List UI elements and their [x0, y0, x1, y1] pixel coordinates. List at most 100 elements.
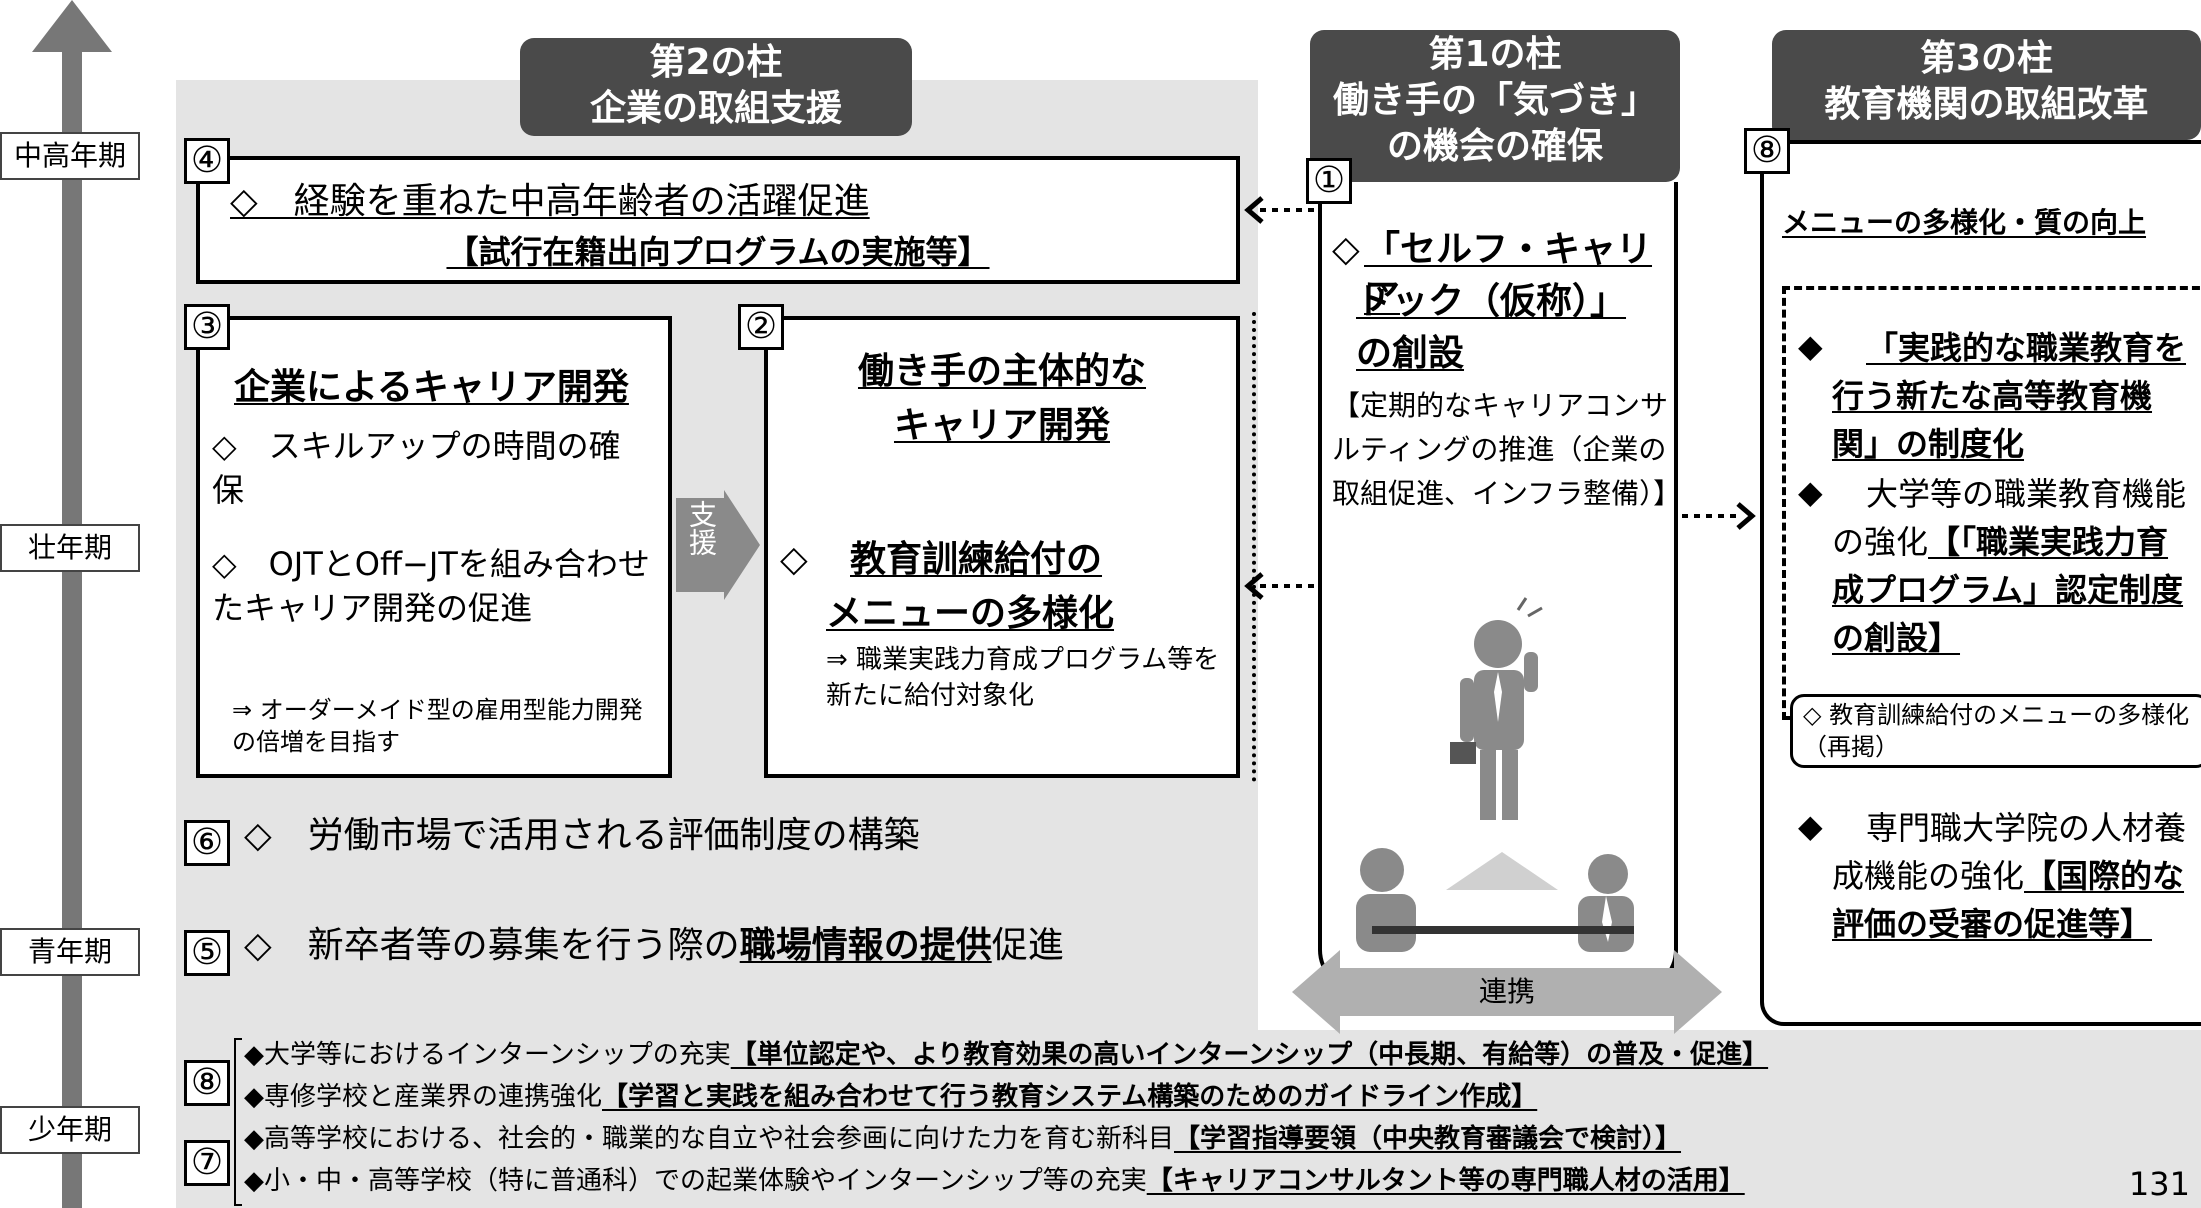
box2-title-line1-text: 働き手の主体的な — [857, 351, 1146, 392]
row5-text: ◇ 新卒者等の募集を行う際の職場情報の提供促進 — [244, 922, 1244, 970]
box3-title-text: 企業によるキャリア開発 — [234, 367, 629, 408]
box1-number: ① — [1306, 158, 1352, 204]
dotted-arrow-to-box4 — [1244, 190, 1318, 230]
dotted-arrow-to-box8 — [1678, 496, 1758, 536]
row5-prefix: ◇ 新卒者等の募集を行う際の — [244, 925, 740, 966]
page-number: 131 — [2128, 1165, 2190, 1203]
bottom-row-2-bold: 【学習と実践を組み合わせて行う教育システム構築のためのガイドライン作成】 — [602, 1082, 1538, 1112]
row6-number: ⑥ — [184, 820, 230, 866]
box4-line1: ◇ 経験を重ねた中高年齢者の活躍促進 — [230, 178, 1230, 226]
box1-title-line1-text: 「セルフ・キャリア — [1364, 229, 1653, 318]
row5-bold: 職場情報の提供 — [739, 925, 992, 966]
collaboration-label: 連携 — [1478, 975, 1535, 1008]
box1-title-line2: ドック（仮称）」 — [1356, 278, 1666, 326]
box8-header-text: メニューの多様化・質の向上 — [1782, 206, 2147, 239]
box2-title-line2-text: キャリア開発 — [893, 405, 1110, 446]
bottom-row-3-bold: 【学習指導要領（中央教育審議会で検討）】 — [1174, 1124, 1682, 1154]
box3-item2: ◇ OJTとOff−JTを組み合わせたキャリア開発の促進 — [212, 545, 650, 627]
bottom-row-4: ◆小・中・高等学校（特に普通科）での起業体験やインターンシップ等の充実【キャリア… — [244, 1160, 2094, 1202]
box3-item1: ◇ スキルアップの時間の確保 — [212, 427, 621, 509]
bottom-rows: ◆大学等におけるインターンシップの充実【単位認定や、より教育効果の高いインターン… — [244, 1034, 2094, 1202]
box8-item2-plain: 大学等の職業教育機能の強化 — [1832, 475, 2187, 561]
pillar2-title: 第2の柱 企業の取組支援 — [520, 38, 912, 136]
bottom-row-3: ◆高等学校における、社会的・職業的な自立や社会参画に向けた力を育む新科目【学習指… — [244, 1118, 2094, 1160]
box8-item1-text: 「実践的な職業教育を行う新たな高等教育機関」の制度化 — [1832, 329, 2187, 463]
box2-item-prefix: ◇ — [780, 539, 808, 580]
box4-number: ④ — [184, 138, 230, 184]
box8-header: メニューの多様化・質の向上 — [1782, 204, 2201, 242]
box2-worker-career-development: 働き手の主体的な キャリア開発 ◇ 教育訓練給付の メニューの多様化 ⇒ 職業実… — [764, 316, 1240, 778]
box2-title-line2: キャリア開発 — [768, 402, 1236, 450]
pillar3-title: 第3の柱 教育機関の取組改革 — [1772, 30, 2201, 140]
box1-title-prefix: ◇ — [1332, 229, 1360, 270]
box4-middle-age-promotion: ◇ 経験を重ねた中高年齢者の活躍促進 【試行在籍出向プログラムの実施等】 — [196, 156, 1240, 284]
bottom-bracket — [234, 1038, 242, 1206]
support-arrow-label: 支援 — [685, 500, 718, 556]
pillar1-title: 第1の柱 働き手の「気づき」 の機会の確保 — [1310, 30, 1680, 182]
box2-title-line1: 働き手の主体的な — [768, 348, 1236, 396]
box1-title-line3: の創設 — [1356, 330, 1666, 378]
box3-number: ③ — [184, 304, 230, 350]
box8-item2: 大学等の職業教育機能の強化【「職業実践力育成プログラム」認定制度の創設】 — [1832, 470, 2194, 662]
bottom-row-1-bold: 【単位認定や、より教育効果の高いインターンシップ（中長期、有給等）の普及・促進】 — [730, 1040, 1769, 1070]
bottom-number-7: ⑦ — [184, 1140, 230, 1186]
box2-item-line1: 教育訓練給付の — [850, 536, 1210, 584]
box8-item3-prefix: ◆ — [1798, 807, 1823, 845]
box1-description: 【定期的なキャリアコンサルティングの推進（企業の取組促進、インフラ整備）】 — [1332, 389, 1682, 510]
box2-note: ⇒ 職業実践力育成プログラム等を新たに給付対象化 — [826, 645, 1220, 711]
bottom-row-1-plain: ◆大学等におけるインターンシップの充実 — [244, 1040, 731, 1070]
box3-title: 企業によるキャリア開発 — [234, 364, 674, 412]
box2-number: ② — [738, 304, 784, 350]
box8-number: ⑧ — [1744, 128, 1790, 174]
box3-company-career-development: 企業によるキャリア開発 ◇ スキルアップの時間の確保 ◇ OJTとOff−JTを… — [196, 316, 672, 778]
box3-note: ⇒ オーダーメイド型の雇用型能力開発の倍増を目指す — [232, 696, 643, 756]
box1-title-line1: 「セルフ・キャリア — [1364, 226, 1674, 322]
bottom-row-4-bold: 【キャリアコンサルタント等の専門職人材の活用】 — [1146, 1166, 1745, 1196]
pillar2-title-line2: 企業の取組支援 — [589, 88, 842, 129]
pillar3-title-line1: 第3の柱 — [1919, 38, 2054, 79]
box2-item-line2-text: メニューの多様化 — [826, 593, 1115, 634]
consultation-illustration — [1342, 592, 1662, 952]
bottom-background — [176, 1030, 2201, 1208]
box1-title-line3-text: の創設 — [1356, 333, 1465, 374]
row5-number: ⑤ — [184, 930, 230, 976]
box2-item-line1-text: 教育訓練給付の — [850, 539, 1103, 580]
box4-line2: 【試行在籍出向プログラムの実施等】 — [200, 230, 1236, 274]
bottom-row-3-plain: ◆高等学校における、社会的・職業的な自立や社会参画に向けた力を育む新科目 — [244, 1124, 1174, 1154]
dotted-connector-vertical — [1252, 312, 1256, 782]
bottom-row-4-plain: ◆小・中・高等学校（特に普通科）での起業体験やインターンシップ等の充実 — [244, 1166, 1147, 1196]
box4-line1-text: ◇ 経験を重ねた中高年齢者の活躍促進 — [230, 181, 870, 222]
box4-line2-text: 【試行在籍出向プログラムの実施等】 — [446, 233, 990, 271]
row6-text: ◇ 労働市場で活用される評価制度の構築 — [244, 815, 920, 856]
box8-education-reform: メニューの多様化・質の向上 ◆ 「実践的な職業教育を行う新たな高等教育機関」の制… — [1760, 140, 2201, 1026]
stage-label-middle-age: 中高年期 — [0, 132, 140, 180]
row5-suffix: 促進 — [991, 925, 1064, 966]
pillar3-title-line2: 教育機関の取組改革 — [1824, 84, 2149, 125]
box8-item2-bold: 【「職業実践力育成プログラム」認定制度の創設】 — [1832, 523, 2184, 657]
stage-label-prime-age: 壮年期 — [0, 524, 140, 572]
box8-sub-rounded: ◇ 教育訓練給付のメニューの多様化（再掲） — [1790, 694, 2201, 768]
box8-item1: 「実践的な職業教育を行う新たな高等教育機関」の制度化 — [1832, 324, 2192, 468]
stage-label-youth: 青年期 — [0, 928, 140, 976]
bottom-row-2-plain: ◆専修学校と産業界の連携強化 — [244, 1082, 602, 1112]
box8-item3: 専門職大学院の人材養成機能の強化【国際的な評価の受審の促進等】 — [1832, 804, 2194, 948]
support-arrow: 支援 — [676, 490, 760, 600]
box8-item1-prefix: ◆ — [1798, 327, 1823, 365]
pillar2-title-line1: 第2の柱 — [649, 42, 783, 83]
box8-item2-prefix: ◆ — [1798, 473, 1823, 511]
box1-title-line2-text: ドック（仮称）」 — [1356, 281, 1627, 322]
collaboration-arrow: 連携 — [1292, 950, 1722, 1034]
box1-self-career-dock: ◇ 「セルフ・キャリア ドック（仮称）」 の創設 【定期的なキャリアコンサルティ… — [1318, 182, 1682, 992]
bottom-number-8: ⑧ — [184, 1060, 230, 1106]
stage-label-childhood: 少年期 — [0, 1106, 140, 1154]
timeline-arrow — [0, 0, 140, 1208]
bottom-row-2: ◆専修学校と産業界の連携強化【学習と実践を組み合わせて行う教育システム構築のため… — [244, 1076, 2094, 1118]
pillar1-title-line1: 第1の柱 — [1428, 34, 1562, 75]
box8-item3-bold: 【国際的な評価の受審の促進等】 — [1832, 857, 2185, 943]
box8-sub-text: ◇ 教育訓練給付のメニューの多様化（再掲） — [1803, 701, 2190, 761]
box2-item-line2: メニューの多様化 — [826, 590, 1206, 638]
pillar1-title-line2: 働き手の「気づき」 — [1332, 80, 1657, 121]
box8-item3-plain: 専門職大学院の人材養成機能の強化 — [1832, 809, 2187, 895]
pillar1-title-line3: の機会の確保 — [1386, 126, 1603, 167]
bottom-row-1: ◆大学等におけるインターンシップの充実【単位認定や、より教育効果の高いインターン… — [244, 1034, 2094, 1076]
